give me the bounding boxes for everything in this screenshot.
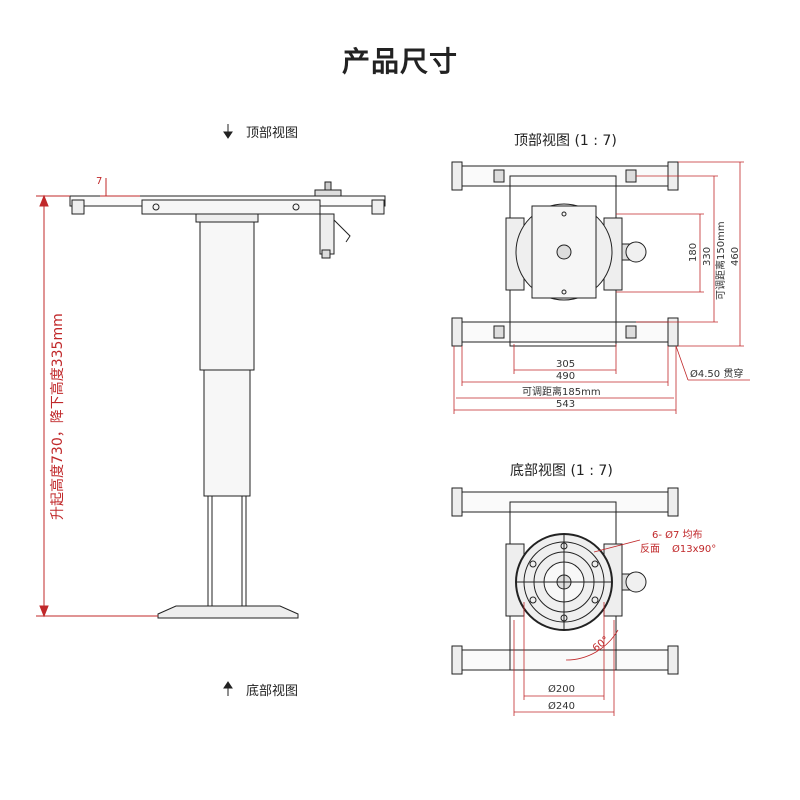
view-arrows [223,124,233,696]
height-note: 升起高度730，降下高度335mm [49,313,66,520]
dim-reverse: 反面 [640,543,660,555]
top-view-dims [453,161,750,414]
dim-hole: Ø4.50 贯穿 [690,367,743,380]
dim-460: 460 [730,247,741,266]
dim-180: 180 [688,243,699,262]
side-view [69,181,386,619]
bottom-view [451,487,679,675]
dim-543: 543 [556,399,575,410]
side-bottom-view-label: 底部视图 [246,684,299,699]
dim-adjust-x: 可调距离185mm [522,385,601,398]
side-top-view-label: 顶部视图 [246,126,299,141]
top-view-title: 顶部视图 (1 : 7) [514,133,617,149]
dim-countersink: Ø13x90° [672,543,716,555]
dim-adjust-y: 可调距离150mm [714,221,727,300]
top-view [451,161,679,347]
dim-490: 490 [556,371,575,382]
side-height-dim [36,178,158,618]
dim-holes: 6- Ø7 均布 [652,529,703,541]
page-title: 产品尺寸 [341,45,458,78]
bottom-view-dims [513,539,641,716]
side-dim-7: 7 [96,176,102,187]
dim-d240: Ø240 [548,700,575,712]
bottom-view-title: 底部视图 (1 : 7) [510,463,613,479]
dim-d200: Ø200 [548,683,575,695]
dim-330: 330 [702,247,713,266]
dim-305: 305 [556,359,575,370]
